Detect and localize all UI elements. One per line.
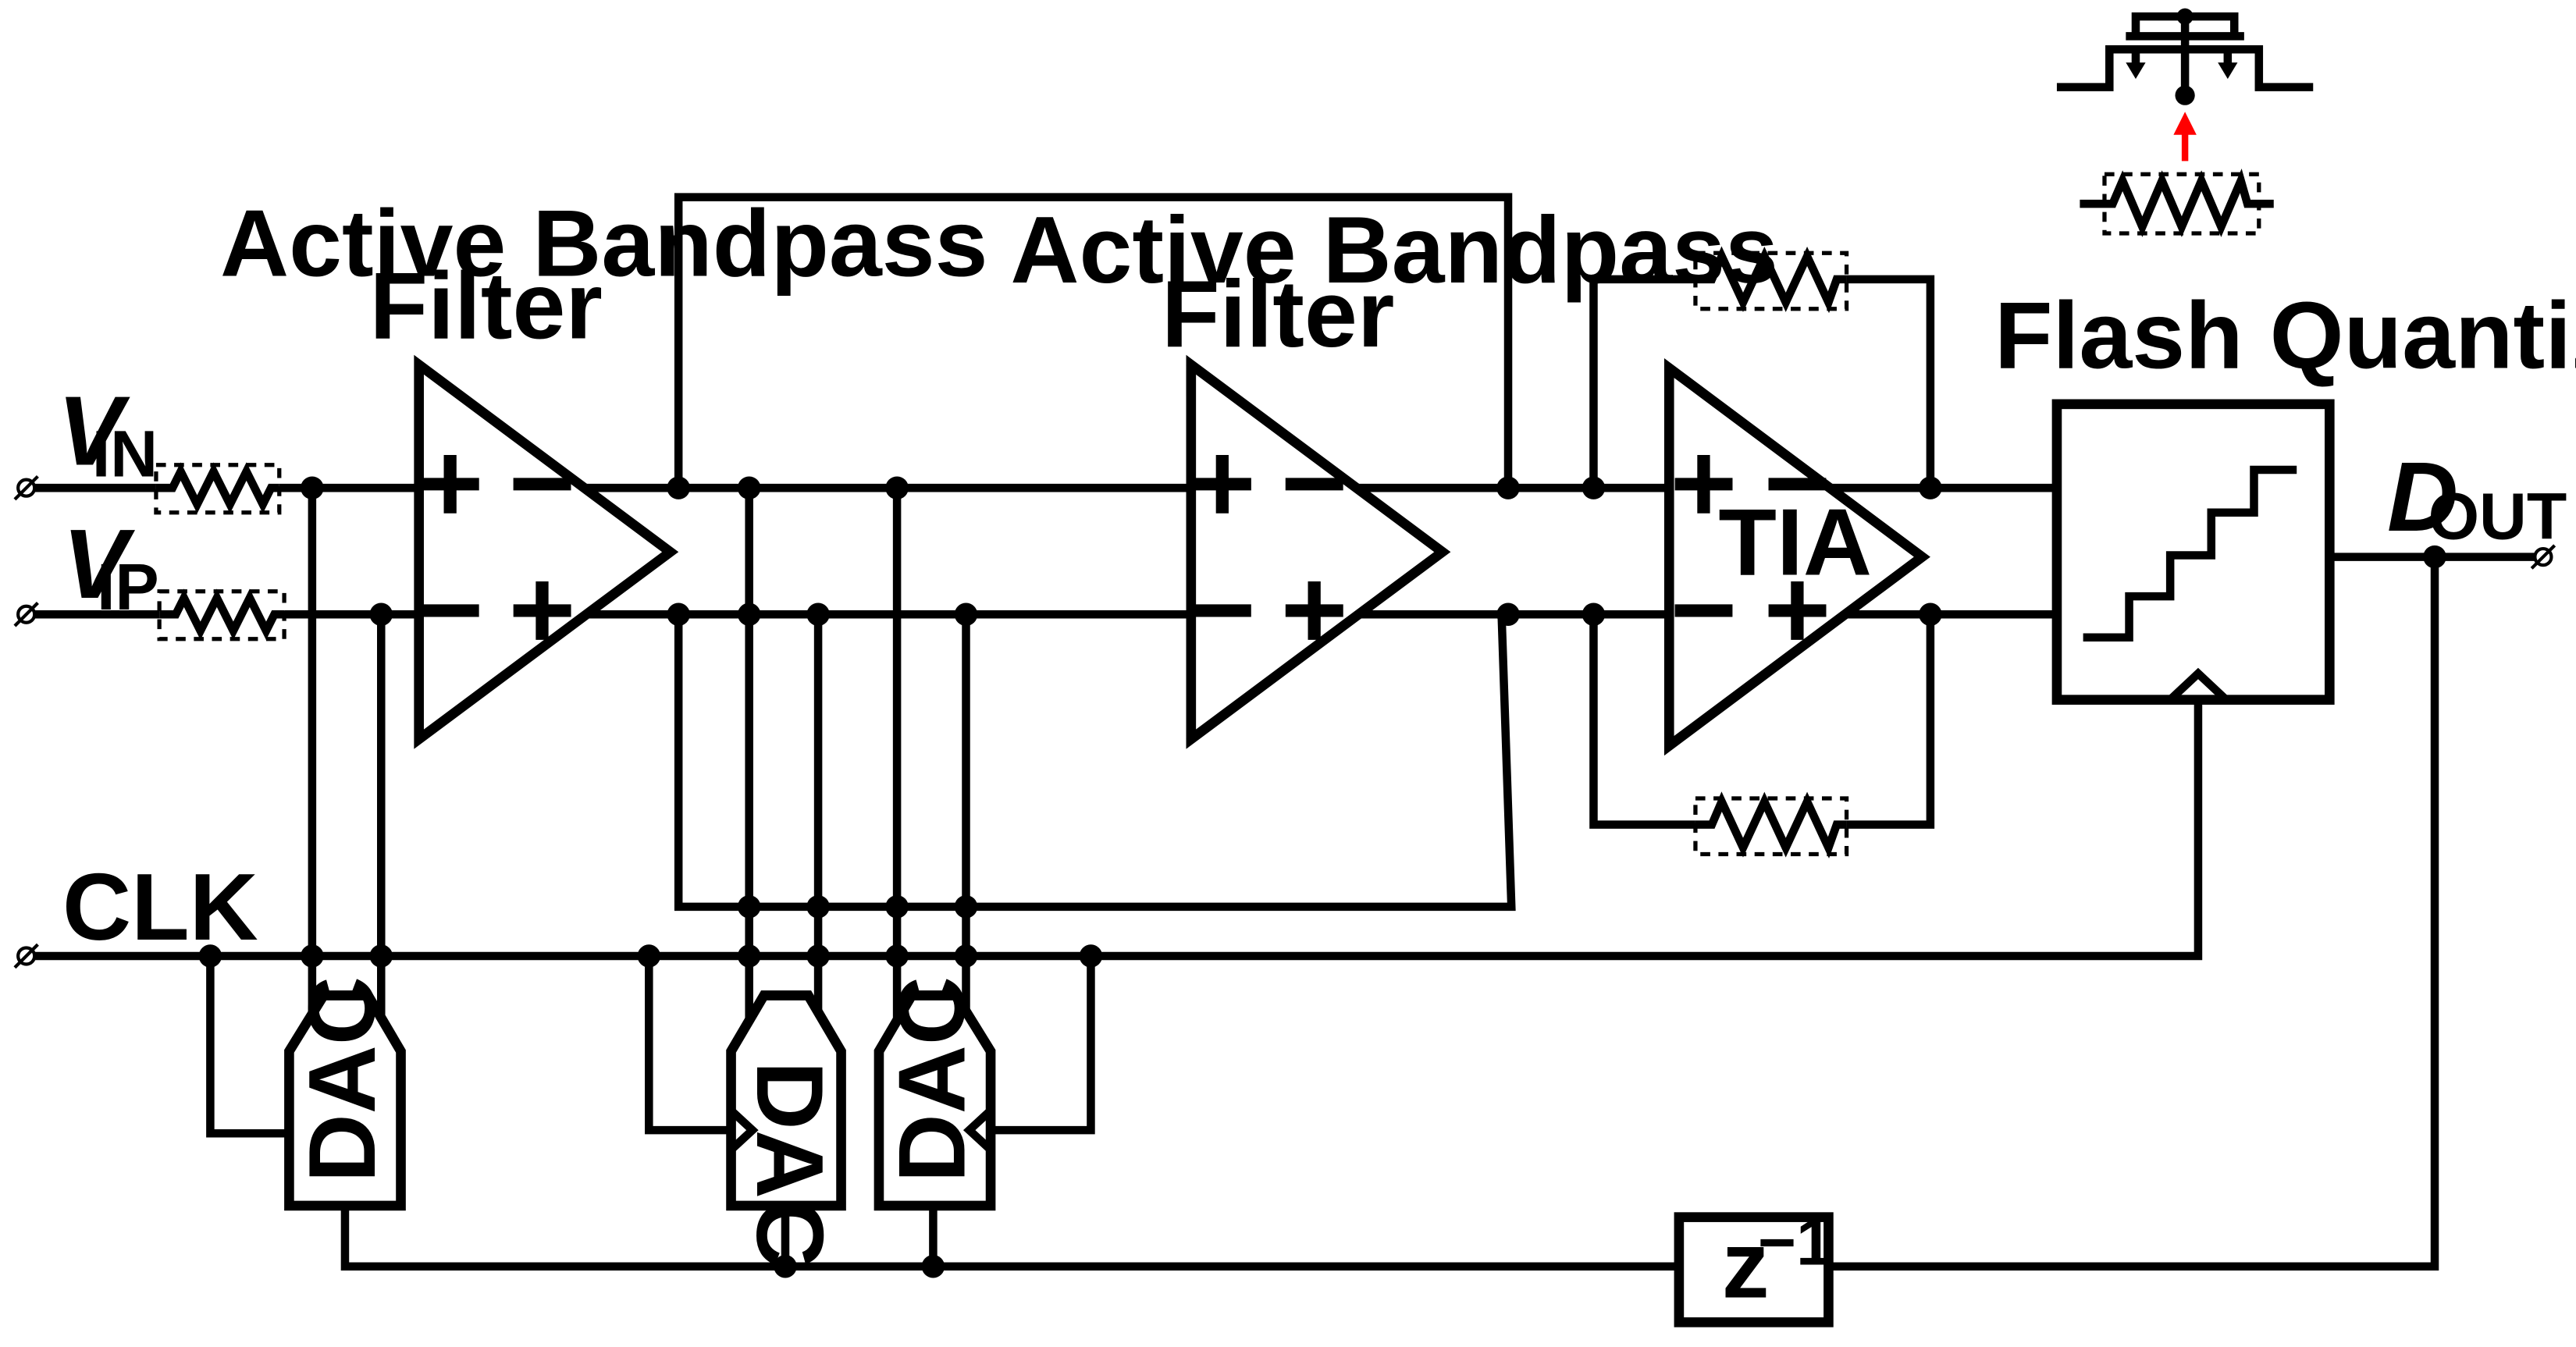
vip-subscript: IP	[97, 550, 159, 624]
clk-terminal-icon	[15, 944, 37, 967]
tia-feedback-resistor-bottom-icon	[1693, 791, 1849, 858]
clock-input-icon	[2169, 667, 2228, 702]
active-bandpass-filter-1: + − − +	[414, 354, 679, 749]
tia-label: TIA	[1718, 489, 1872, 595]
tia-minus-sign: −	[1763, 419, 1831, 547]
filter1-plus-sign: +	[417, 419, 484, 547]
dac3-label: DAC	[878, 976, 984, 1182]
red-arrow-icon	[2173, 112, 2197, 162]
dout-subscript: OUT	[2428, 479, 2567, 553]
input-resistor-top-icon	[154, 462, 282, 515]
dac2-clock-icon	[728, 1107, 759, 1153]
filter2-plus-sign: +	[1189, 419, 1256, 547]
vin-label: V	[58, 376, 131, 486]
filter1-minus-sign: −	[508, 419, 575, 547]
quantizer-title: Flash Quantizer	[1994, 283, 2576, 389]
junction-dots	[198, 476, 2446, 1278]
staircase-icon	[2083, 465, 2297, 642]
filter1-minus-sign-bottom: −	[417, 546, 484, 674]
filter2-title-line2: Filter	[1162, 261, 1394, 367]
vip-label: V	[62, 509, 136, 619]
filter1-plus-sign-bottom: +	[508, 546, 575, 674]
delay-block: z −1	[1674, 1206, 1834, 1327]
tia-plus-sign: +	[1670, 419, 1737, 547]
tia-feedback-resistor-top-icon	[1693, 246, 1849, 314]
tia-minus-sign-bottom: −	[1670, 546, 1737, 674]
tia-amplifier: + − − + TIA	[1663, 357, 1930, 756]
filter2-title-line1: Active Bandpass	[1010, 197, 1778, 303]
delay-exponent: −1	[1758, 1206, 1833, 1279]
dac3-clock-icon	[962, 1107, 994, 1153]
tia-plus-sign-bottom: +	[1763, 546, 1831, 674]
input-resistor-bottom-icon	[157, 588, 286, 642]
dac-3: DAC	[873, 976, 996, 1211]
transistor-icon	[2056, 8, 2314, 105]
vin-subscript: IN	[92, 417, 158, 490]
active-bandpass-filter-2: + − − +	[1186, 354, 1451, 749]
flash-quantizer-block	[2051, 399, 2335, 705]
dac1-label: DAC	[289, 976, 395, 1182]
vin-terminal-icon	[15, 476, 37, 499]
filter2-minus-sign: −	[1281, 419, 1348, 547]
dac-2: DAC	[726, 990, 846, 1267]
dac-1: DAC	[284, 976, 406, 1211]
filter2-minus-sign-bottom: −	[1189, 546, 1256, 674]
filter1-title-line1: Active Bandpass	[220, 190, 988, 297]
dout-label: D	[2387, 442, 2458, 552]
delay-label: z	[1722, 1212, 1770, 1318]
inset-resistor-icon	[2080, 168, 2274, 237]
resistor-implementation-inset	[2056, 8, 2314, 237]
filter1-title-line2: Filter	[370, 253, 603, 359]
dac2-label: DAC	[737, 1061, 843, 1267]
clk-label: CLK	[62, 854, 258, 960]
filter2-plus-sign-bottom: +	[1281, 546, 1348, 674]
vip-terminal-icon	[15, 603, 37, 626]
